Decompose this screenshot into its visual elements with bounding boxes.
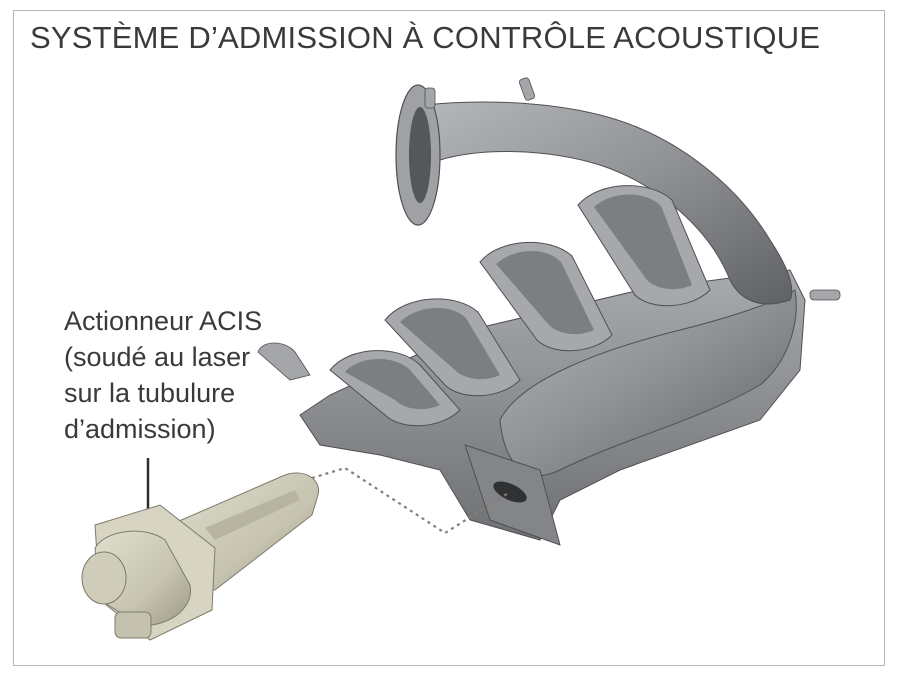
callout-line-1: Actionneur ACIS xyxy=(64,306,263,336)
vacuum-port-top xyxy=(424,87,436,109)
runner-4-inner xyxy=(594,194,692,290)
callout-line-2: (soudé au laser xyxy=(64,342,251,372)
runner-2-inner xyxy=(400,307,500,380)
acis-port-opening xyxy=(493,481,527,503)
runner-1-inner xyxy=(345,358,440,410)
intake-manifold xyxy=(257,77,841,546)
actuator-callout: Actionneur ACIS (soudé au laser sur la t… xyxy=(64,303,262,447)
runner-3-inner xyxy=(496,250,594,335)
vacuum-port-right xyxy=(809,289,841,301)
manifold-intake-duct xyxy=(424,101,793,305)
callout-line-3: sur la tubulure xyxy=(64,378,236,408)
actuator-cap xyxy=(81,551,127,605)
acis-actuator xyxy=(81,472,320,641)
vacuum-port-upper xyxy=(518,77,536,101)
callout-line-4: d’admission) xyxy=(64,414,216,444)
actuator-connector xyxy=(114,611,152,639)
figure-title: SYSTÈME D’ADMISSION À CONTRÔLE ACOUSTIQU… xyxy=(30,20,821,55)
throttle-opening xyxy=(409,107,431,203)
actuator-valve-ridge xyxy=(205,490,300,540)
manifold-plenum xyxy=(499,289,797,476)
mounting-lug xyxy=(257,342,311,381)
